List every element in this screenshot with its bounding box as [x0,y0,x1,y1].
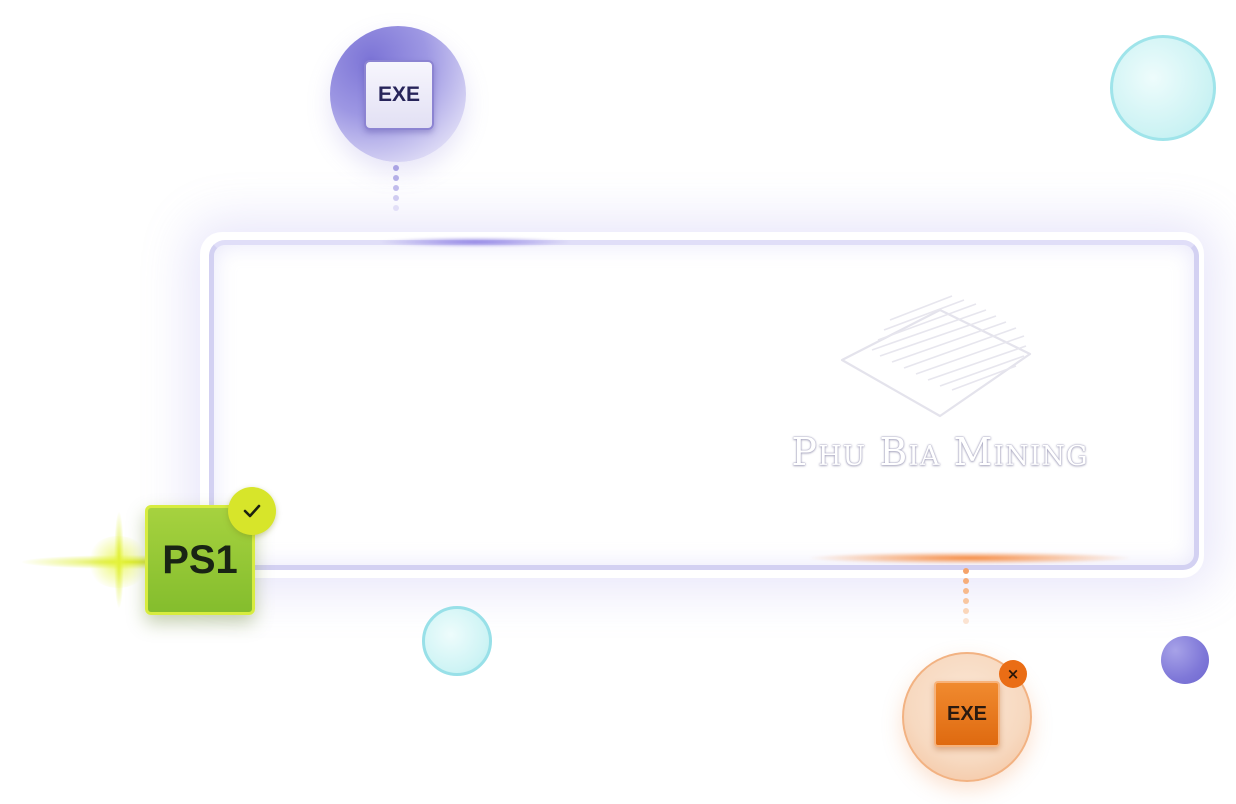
sparkle-icon [86,536,150,588]
card-top-purple-highlight [380,237,570,247]
decorative-teal-circle [1110,35,1216,141]
card-bottom-orange-highlight [810,552,1130,564]
decorative-purple-circle [1161,636,1209,684]
top-connector-dots [393,165,399,215]
checkmark-icon [228,487,276,535]
close-icon: × [999,660,1027,688]
ps1-file-icon[interactable]: PS1 [145,505,255,615]
check-glyph [243,504,261,518]
bottom-connector-dots [963,568,969,628]
close-glyph: × [1006,665,1020,683]
central-card [209,240,1199,570]
decorative-teal-circle-small [422,606,492,676]
ps1-label: PS1 [162,537,238,582]
exe-file-icon[interactable]: EXE [364,60,434,130]
bottom-exe-label: EXE [946,702,988,725]
logo-wordmark: Phu Bia Mining [791,430,1089,474]
layered-plates-logo-icon [840,295,1032,418]
top-exe-label: EXE [377,83,421,106]
exe-file-icon[interactable]: EXE [934,681,1000,747]
